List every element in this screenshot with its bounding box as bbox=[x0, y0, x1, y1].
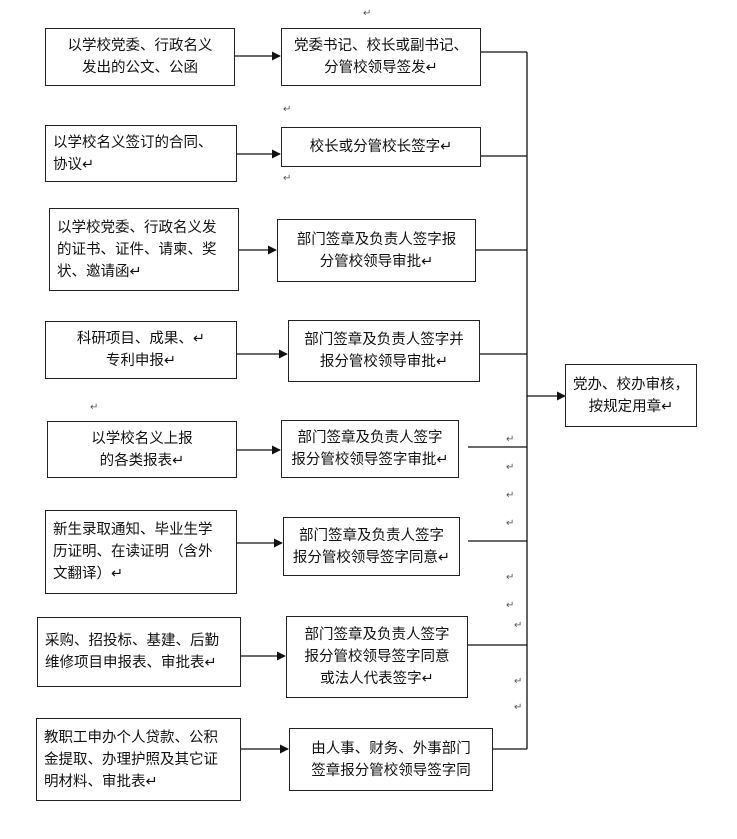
paragraph-mark: ↵ bbox=[363, 8, 372, 19]
source-text: 科研项目、成果、↵ 专利申报↵ bbox=[76, 331, 206, 369]
source-text: 采购、招投标、基建、后勤 维修项目申报表、审批表↵ bbox=[45, 633, 219, 671]
paragraph-mark: ↵ bbox=[514, 702, 523, 713]
paragraph-mark: ↵ bbox=[514, 620, 523, 631]
paragraph-mark: ↵ bbox=[90, 402, 99, 413]
approval-text: 由人事、财务、外事部门 签章报分管校领导签字同 bbox=[311, 740, 471, 779]
source-box-procurement: 采购、招投标、基建、后勤 维修项目申报表、审批表↵ bbox=[37, 617, 241, 687]
paragraph-mark: ↵ bbox=[506, 572, 515, 583]
source-text: 以学校名义上报 的各类报表↵ bbox=[91, 430, 193, 469]
source-box-research: 科研项目、成果、↵ 专利申报↵ bbox=[45, 321, 237, 379]
approval-text: 校长或分管校长签字↵ bbox=[309, 139, 453, 155]
source-box-staff-applications: 教职工申办个人贷款、公积 金提取、办理护照及其它证 明材料、审批表↵ bbox=[36, 718, 241, 801]
source-text: 新生录取通知、毕业生学 历证明、在读证明（含外 文翻译）↵ bbox=[53, 522, 213, 582]
paragraph-mark: ↵ bbox=[506, 600, 515, 611]
source-box-contracts: 以学校名义签订的合同、 协议↵ bbox=[45, 125, 237, 182]
approval-box-1: 党委书记、校长或副书记、 分管校领导签发↵ bbox=[281, 28, 481, 86]
final-text: 党办、校办审核， 按规定用章↵ bbox=[573, 376, 689, 415]
source-box-certificates: 以学校党委、行政名义发 的证书、证件、请柬、奖 状、邀请函↵ bbox=[49, 208, 239, 291]
source-text: 教职工申办个人贷款、公积 金提取、办理护照及其它证 明材料、审批表↵ bbox=[44, 729, 218, 790]
approval-text: 部门签章及负责人签字 报分管校领导签字同意 或法人代表签字↵ bbox=[304, 627, 450, 687]
approval-text: 党委书记、校长或副书记、 分管校领导签发↵ bbox=[294, 38, 468, 76]
paragraph-mark: ↵ bbox=[506, 490, 515, 501]
final-box-seal-approval: 党办、校办审核， 按规定用章↵ bbox=[565, 364, 697, 427]
approval-box-6: 部门签章及负责人签字 报分管校领导签字同意↵ bbox=[283, 517, 460, 576]
approval-box-8: 由人事、财务、外事部门 签章报分管校领导签字同 bbox=[289, 728, 493, 791]
paragraph-mark: ↵ bbox=[283, 104, 292, 115]
approval-text: 部门签章及负责人签字并 报分管校领导审批↵ bbox=[304, 332, 464, 370]
paragraph-mark: ↵ bbox=[506, 434, 515, 445]
source-text: 以学校党委、行政名义发 的证书、证件、请柬、奖 状、邀请函↵ bbox=[57, 219, 217, 280]
source-box-reports: 以学校名义上报 的各类报表↵ bbox=[47, 421, 237, 478]
source-box-student-certificates: 新生录取通知、毕业生学 历证明、在读证明（含外 文翻译）↵ bbox=[45, 510, 237, 594]
paragraph-mark: ↵ bbox=[283, 173, 292, 184]
approval-box-3: 部门签章及负责人签字报 分管校领导审批↵ bbox=[277, 219, 476, 282]
approval-text: 部门签章及负责人签字 报分管校领导签字同意↵ bbox=[292, 527, 451, 566]
approval-box-7: 部门签章及负责人签字 报分管校领导签字同意 或法人代表签字↵ bbox=[286, 616, 468, 698]
approval-text: 部门签章及负责人签字 报分管校领导签字审批↵ bbox=[291, 430, 449, 468]
paragraph-mark: ↵ bbox=[514, 676, 523, 687]
approval-box-2: 校长或分管校长签字↵ bbox=[281, 127, 481, 167]
paragraph-mark: ↵ bbox=[506, 518, 515, 529]
approval-text: 部门签章及负责人签字报 分管校领导审批↵ bbox=[296, 231, 457, 270]
source-text: 以学校名义签订的合同、 协议↵ bbox=[53, 134, 213, 173]
approval-box-4: 部门签章及负责人签字并 报分管校领导审批↵ bbox=[288, 320, 480, 382]
source-box-official-documents: 以学校党委、行政名义 发出的公文、公函 bbox=[45, 28, 235, 86]
source-text: 以学校党委、行政名义 发出的公文、公函 bbox=[67, 38, 213, 76]
paragraph-mark: ↵ bbox=[506, 462, 515, 473]
approval-box-5: 部门签章及负责人签字 报分管校领导签字审批↵ bbox=[281, 420, 459, 478]
